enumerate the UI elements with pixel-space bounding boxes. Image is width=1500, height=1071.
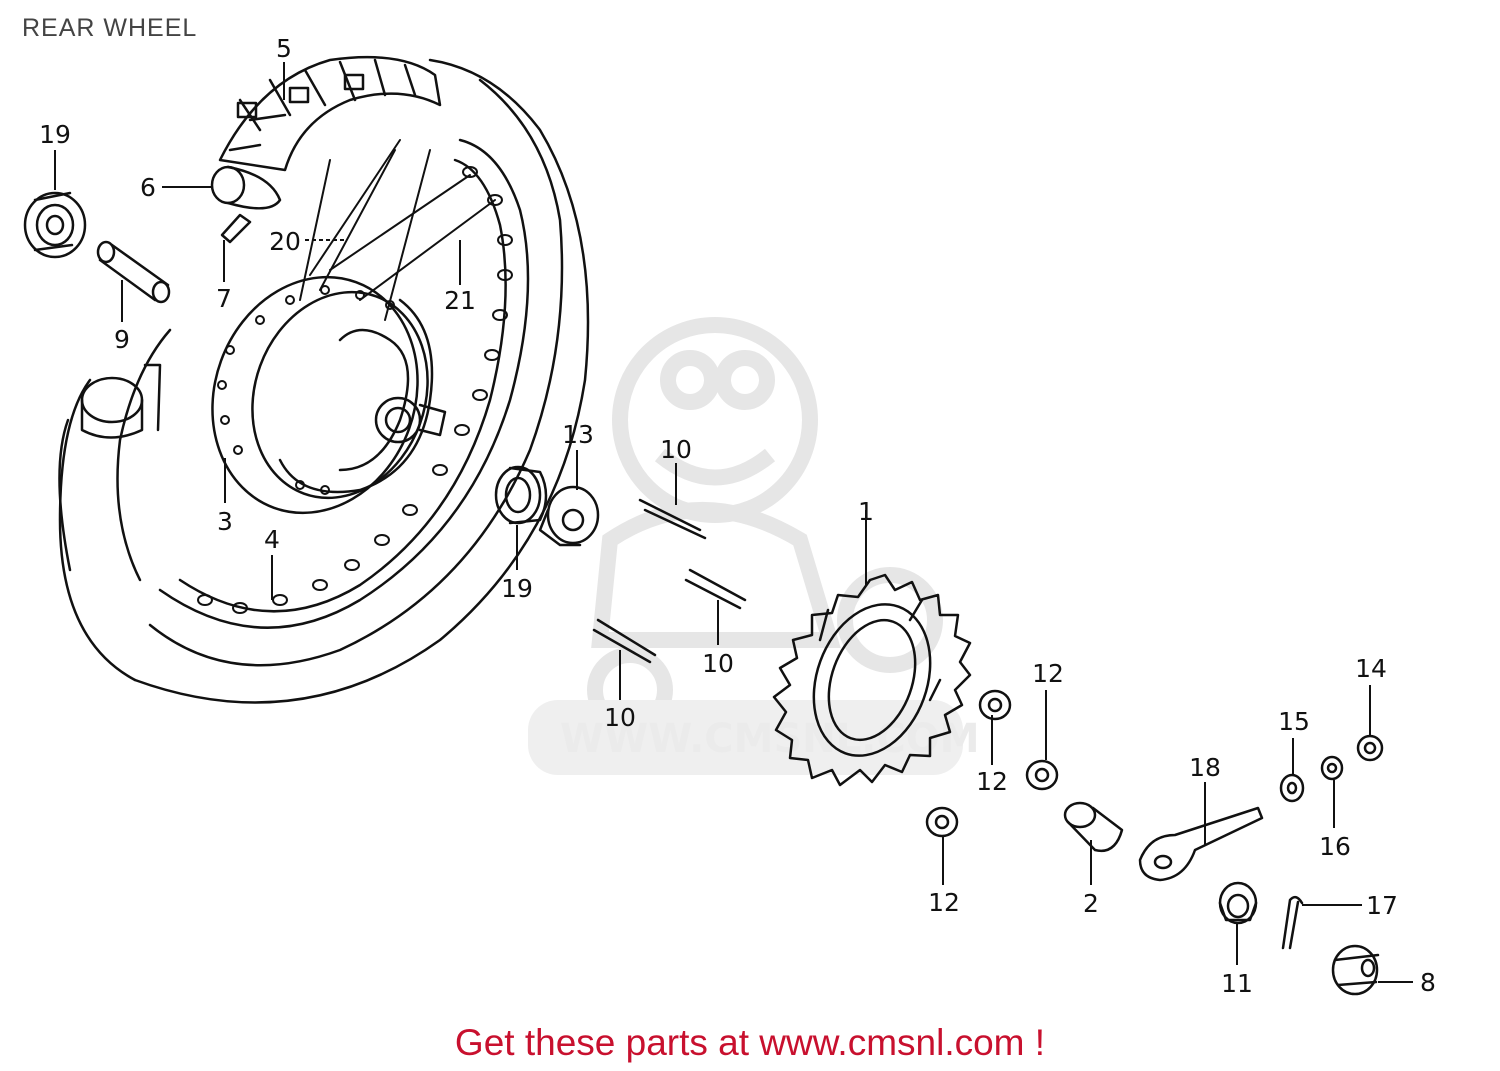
callout-4: 4: [264, 525, 280, 554]
watermark-mascot: [587, 317, 943, 733]
callout-3: 3: [217, 507, 233, 536]
callout-19-left: 19: [39, 120, 71, 149]
leader-lines: [54, 62, 1413, 983]
cap-nut-part: [1331, 944, 1380, 996]
hub-part: [211, 275, 447, 515]
sprocket-part: [772, 573, 972, 787]
parts-linework: [23, 55, 1384, 996]
tube-part: [58, 363, 162, 572]
callout-12-top: 12: [1032, 659, 1064, 688]
callout-1: 1: [858, 497, 874, 526]
footer-link-text[interactable]: Get these parts at www.cmsnl.com !: [454, 1022, 1046, 1063]
callout-19-center: 19: [501, 574, 533, 603]
callout-5: 5: [276, 34, 292, 63]
collar-part: [538, 485, 600, 547]
callout-12-bottom: 12: [928, 888, 960, 917]
side-collar-part: [1063, 801, 1124, 853]
callout-16: 16: [1319, 832, 1351, 861]
callout-10-top: 10: [660, 435, 692, 464]
small-washers-part: [1279, 734, 1384, 803]
bolts-part: [592, 498, 747, 664]
hub-flange-holes: [217, 285, 395, 495]
callout-10-bottom: 10: [604, 703, 636, 732]
callout-13: 13: [562, 420, 594, 449]
bearing-left-part: [23, 191, 87, 259]
rim-spoke-holes: [197, 166, 513, 614]
axle-nut-part: [1218, 881, 1258, 925]
spacer-part: [96, 240, 171, 304]
rim-band-part: [210, 165, 282, 244]
tire-part: [58, 55, 590, 704]
spokes-part: [299, 139, 496, 321]
diagram-title: REAR WHEEL: [22, 14, 198, 42]
callout-labels: 5 19 6 20 7 21 9 3 4 13 10 19 1 10 10 12…: [39, 34, 1436, 998]
callout-9: 9: [114, 325, 130, 354]
rim-part: [116, 138, 530, 629]
chain-adjuster-part: [1138, 806, 1264, 882]
callout-18: 18: [1189, 753, 1221, 782]
callout-6: 6: [140, 173, 156, 202]
nuts-part: [925, 689, 1059, 838]
callout-20: 20: [269, 227, 301, 256]
cotter-pin-part: [1281, 895, 1304, 950]
callout-8: 8: [1420, 968, 1436, 997]
callout-17: 17: [1366, 891, 1398, 920]
callout-12-mid: 12: [976, 767, 1008, 796]
callout-15: 15: [1278, 707, 1310, 736]
bearing-center-part: [494, 465, 548, 525]
callout-2: 2: [1083, 889, 1099, 918]
callout-10-mid: 10: [702, 649, 734, 678]
callout-21: 21: [444, 286, 476, 315]
callout-7: 7: [216, 284, 232, 313]
callout-11: 11: [1221, 969, 1253, 998]
callout-14: 14: [1355, 654, 1387, 683]
watermark: WWW.CMSNL.COM: [528, 317, 980, 775]
